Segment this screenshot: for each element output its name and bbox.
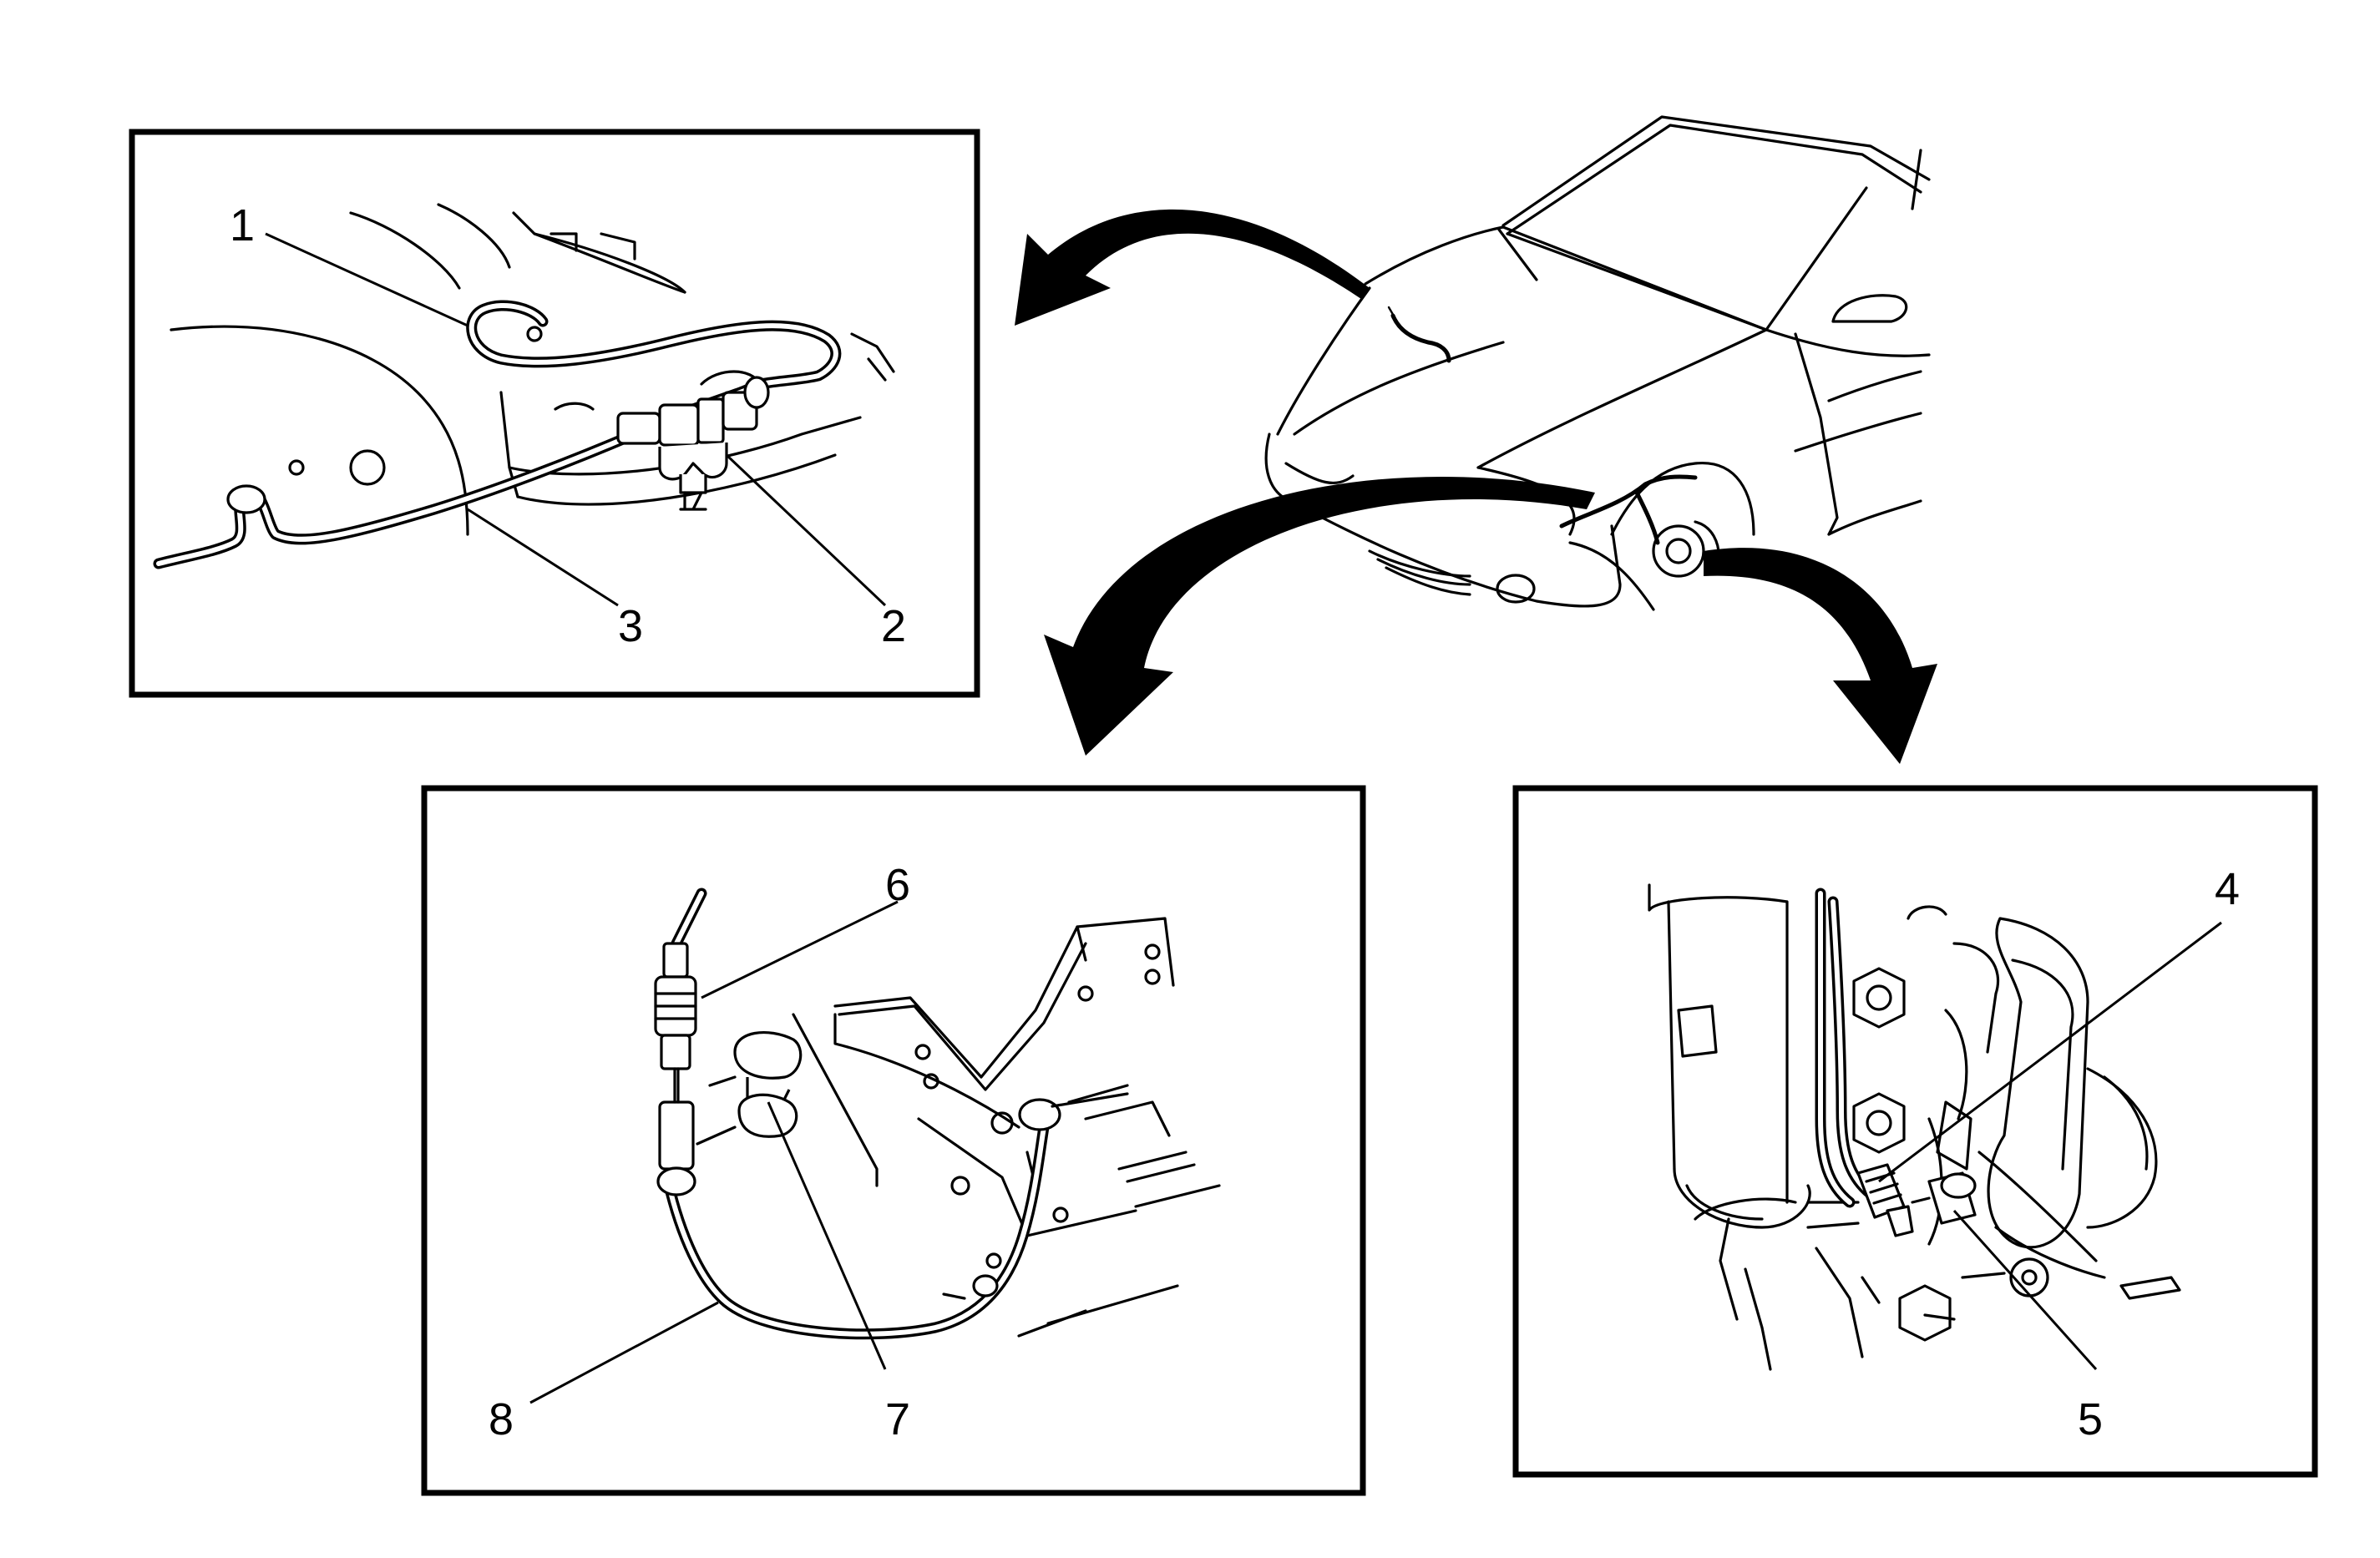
bottom-left-detail-panel xyxy=(421,785,1366,1496)
callout-4: 4 xyxy=(2215,864,2240,914)
bottom-right-detail-panel xyxy=(1512,785,2318,1478)
top-left-panel-frame xyxy=(129,129,980,698)
direction-arrows xyxy=(1015,209,1937,764)
bottom-right-panel-frame xyxy=(1512,785,2318,1478)
arrow-to-top-left-panel xyxy=(1015,209,1370,326)
callout-5: 5 xyxy=(2078,1394,2103,1444)
arrow-to-bottom-left-panel xyxy=(1044,476,1595,756)
callout-2: 2 xyxy=(881,601,906,651)
callout-8: 8 xyxy=(489,1394,514,1444)
top-left-detail-panel xyxy=(129,129,980,698)
callout-1: 1 xyxy=(230,200,255,250)
arrow-to-bottom-right-panel xyxy=(1704,548,1937,764)
knuckle-bolts xyxy=(1852,967,1956,1342)
callout-3: 3 xyxy=(618,601,643,651)
callout-6: 6 xyxy=(885,860,910,910)
vehicle-overview xyxy=(1264,115,1931,611)
callout-7: 7 xyxy=(885,1394,910,1444)
